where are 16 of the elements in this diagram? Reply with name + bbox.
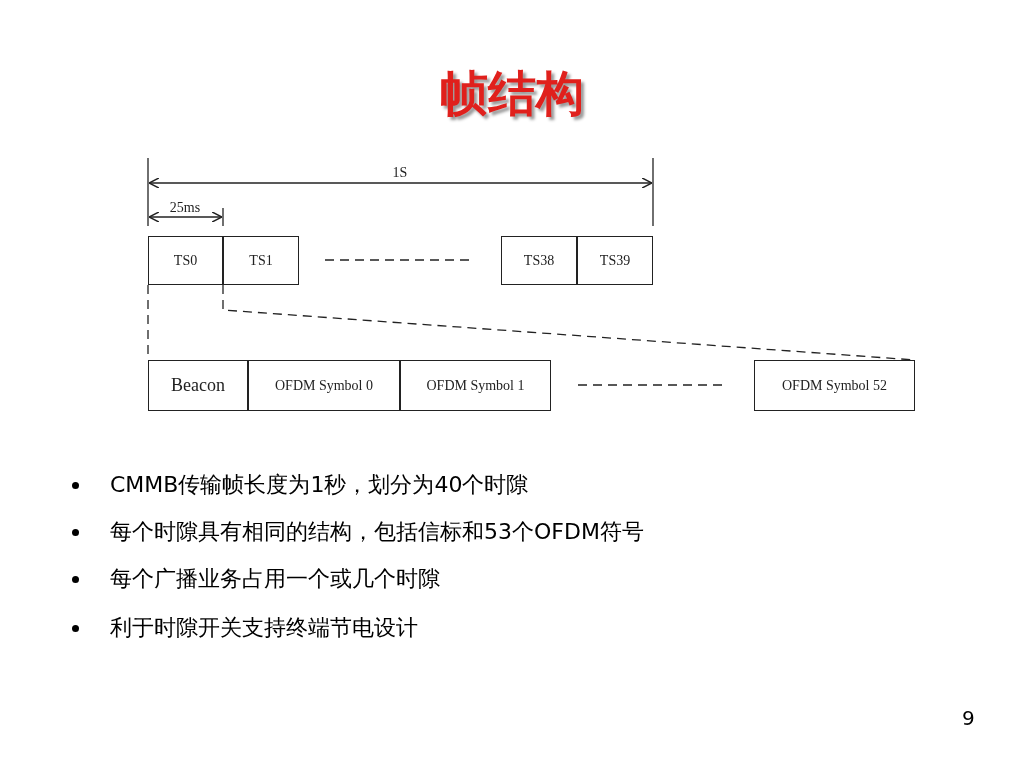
bullet-text: 利于时隙开关支持终端节电设计 xyxy=(110,614,418,642)
time-slot-box: TS39 xyxy=(577,236,653,285)
time-slot-box: TS0 xyxy=(148,236,223,285)
bullet-text: 每个广播业务占用一个或几个时隙 xyxy=(110,565,440,593)
time-slot-box: TS1 xyxy=(223,236,299,285)
bullet-text: CMMB传输帧长度为1秒，划分为40个时隙 xyxy=(110,471,529,499)
beacon-box: Beacon xyxy=(148,360,248,411)
symbol-box: OFDM Symbol 52 xyxy=(754,360,915,411)
symbol-box: OFDM Symbol 1 xyxy=(400,360,551,411)
time-slot-box: TS38 xyxy=(501,236,577,285)
dimension-label: 1S xyxy=(392,165,408,181)
symbol-box: OFDM Symbol 0 xyxy=(248,360,400,411)
slide-title: 帧结构 xyxy=(439,64,585,123)
bullet-text: 每个时隙具有相同的结构，包括信标和53个OFDM符号 xyxy=(110,518,644,546)
page-number: 9 xyxy=(962,706,975,730)
dimension-label: 25ms xyxy=(169,200,201,216)
